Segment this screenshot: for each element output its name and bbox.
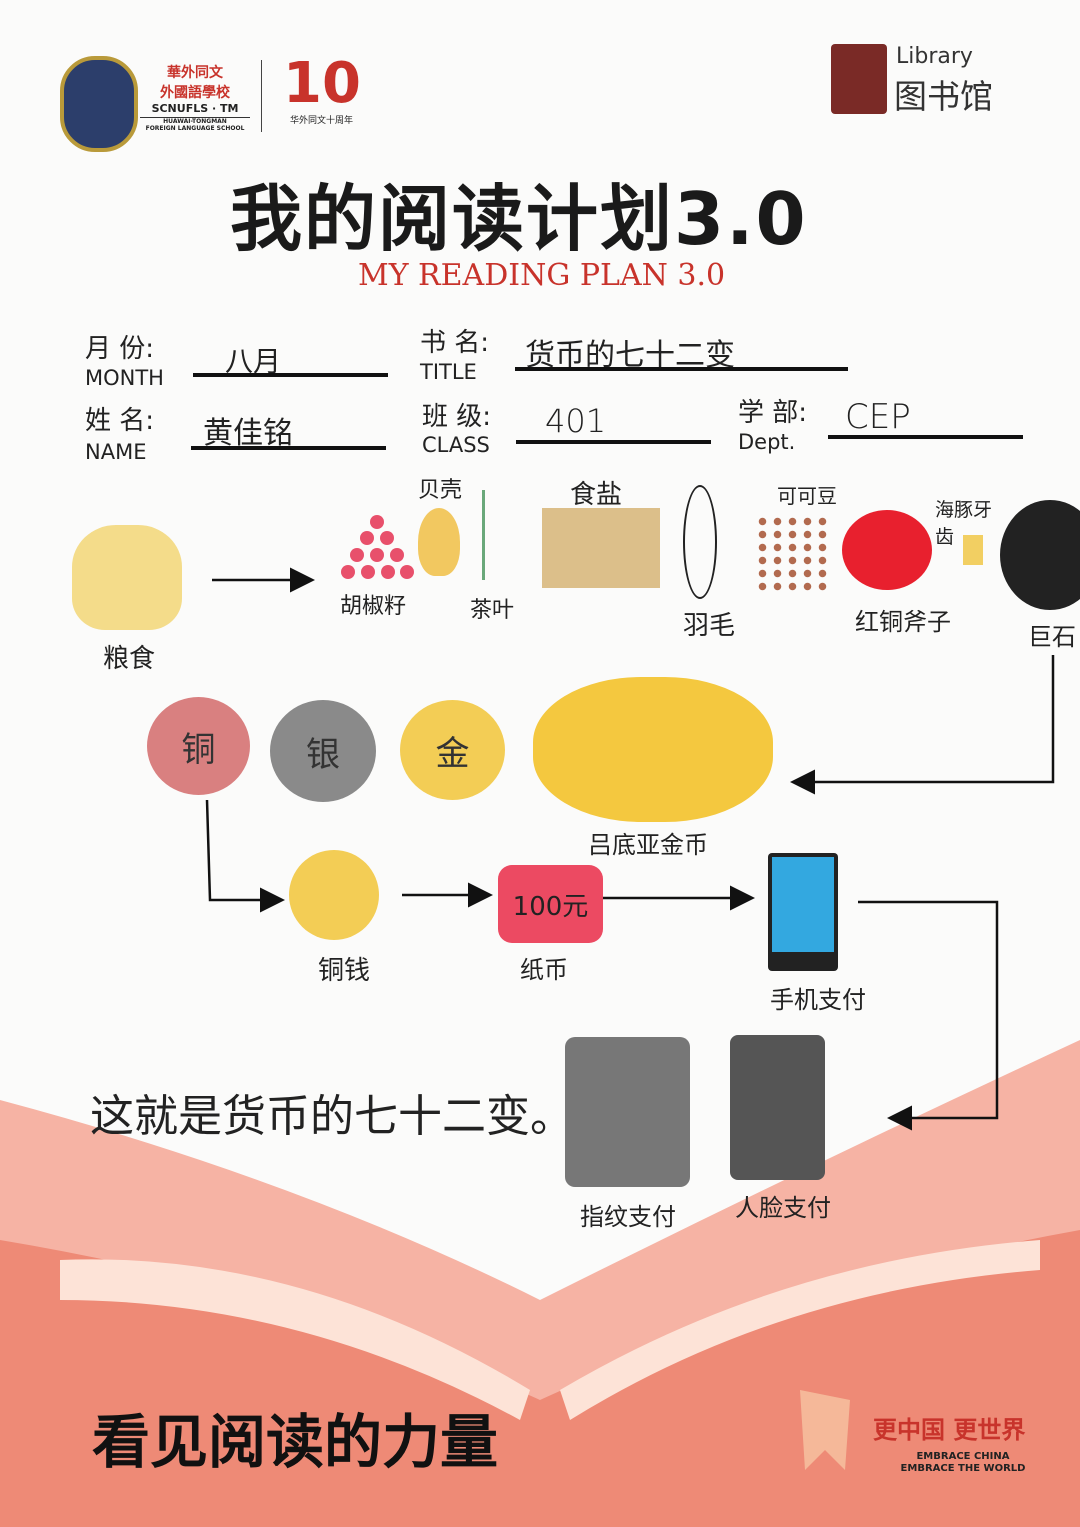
name-line (191, 446, 386, 450)
face-pay-device-drawing (730, 1035, 825, 1180)
dept-label-en: Dept. (738, 430, 796, 454)
month-line (193, 373, 388, 377)
library-cn: 图书馆 (894, 77, 993, 116)
library-logo-icon (831, 44, 887, 114)
pepper-label: 胡椒籽 (340, 594, 407, 619)
face-pay-label: 人脸支付 (735, 1194, 831, 1222)
title-label-en: TITLE (420, 360, 477, 384)
salt-label: 食盐 (570, 480, 623, 510)
tea-drawing (482, 490, 525, 580)
school-name-block: 華外同文 外國語學校 SCNUFLS · TM HUAWAI-TONGMAN F… (140, 62, 250, 132)
feather-drawing (683, 485, 717, 599)
logo-divider (261, 60, 262, 132)
footer-motto-cn: 更中国 更世界 (873, 1415, 1026, 1444)
dept-value: CEP (845, 397, 911, 437)
copper-axe-drawing (842, 510, 932, 590)
pepper-drawing (341, 515, 414, 579)
silver-label: 银 (306, 734, 340, 775)
page-title-en: MY READING PLAN 3.0 (358, 258, 726, 293)
stone-drawing (1000, 500, 1080, 610)
library-en: Library (896, 44, 973, 69)
dept-line (828, 435, 1023, 439)
school-en-2: FOREIGN LANGUAGE SCHOOL (145, 125, 245, 132)
class-label-en: CLASS (422, 433, 490, 457)
month-label-en: MONTH (85, 366, 164, 390)
school-crest-logo (60, 56, 138, 152)
copper-coin-drawing: 铜 (147, 697, 250, 795)
lydian-coin-drawing (533, 677, 773, 822)
title-label-cn: 书 名: (420, 328, 490, 358)
class-label-cn: 班 级: (422, 402, 492, 432)
salt-drawing (542, 508, 660, 588)
school-en-1: HUAWAI-TONGMAN (140, 117, 250, 125)
gold-coin-drawing: 金 (400, 700, 505, 800)
dept-label-cn: 学 部: (738, 398, 808, 428)
fingerprint-pay-label: 指纹支付 (580, 1203, 676, 1231)
shell-label: 贝壳 (418, 478, 463, 503)
class-line (516, 440, 711, 444)
school-cn-2: 外國語學校 (160, 85, 230, 101)
fingerprint-device-drawing (565, 1037, 690, 1187)
conclusion-text: 这就是货币的七十二变。 (90, 1091, 574, 1142)
shell-drawing (418, 508, 460, 576)
cash-coin-label: 铜钱 (318, 956, 371, 986)
cash-coin-drawing (289, 850, 379, 940)
grain-sack-drawing (72, 525, 182, 630)
banknote-drawing: 100元 (498, 865, 603, 943)
school-abbr: SCNUFLS · TM (151, 102, 239, 115)
footer-slogan: 看见阅读的力量 (92, 1408, 499, 1476)
cocoa-drawing (755, 515, 830, 593)
dolphin-teeth-drawing (963, 535, 983, 565)
page-title-cn: 我的阅读计划3.0 (230, 177, 808, 261)
silver-coin-drawing: 银 (270, 700, 376, 802)
name-label-cn: 姓 名: (85, 406, 155, 436)
footer-motto-en-2: EMBRACE THE WORLD (900, 1463, 1026, 1474)
anniversary-10-logo: 10 (283, 51, 361, 116)
tea-label: 茶叶 (470, 598, 515, 623)
mobile-pay-label: 手机支付 (770, 986, 866, 1014)
dolphin-teeth-label: 海豚牙齿 (935, 499, 993, 548)
month-label-cn: 月 份: (85, 334, 155, 364)
month-value: 八月 (225, 345, 282, 378)
title-line (515, 367, 848, 371)
name-label-en: NAME (85, 440, 147, 464)
class-value: 401 (545, 402, 607, 440)
cocoa-label: 可可豆 (777, 484, 837, 508)
gold-label: 金 (435, 733, 470, 774)
banknote-label: 纸币 (520, 956, 568, 984)
copper-label: 铜 (181, 729, 216, 770)
banknote-face: 100元 (512, 891, 589, 922)
anniversary-text: 华外同文十周年 (290, 116, 354, 126)
school-cn-1: 華外同文 (167, 65, 223, 81)
feather-label: 羽毛 (683, 611, 736, 641)
mobile-phone-drawing (768, 853, 838, 971)
stone-label: 巨石 (1028, 623, 1076, 651)
grain-label: 粮食 (103, 644, 156, 674)
lydian-coin-label: 吕底亚金币 (588, 831, 708, 859)
footer-motto-en-1: EMBRACE CHINA (916, 1451, 1010, 1462)
copper-axe-label: 红铜斧子 (855, 608, 951, 636)
name-value: 黄佳铭 (203, 416, 293, 451)
